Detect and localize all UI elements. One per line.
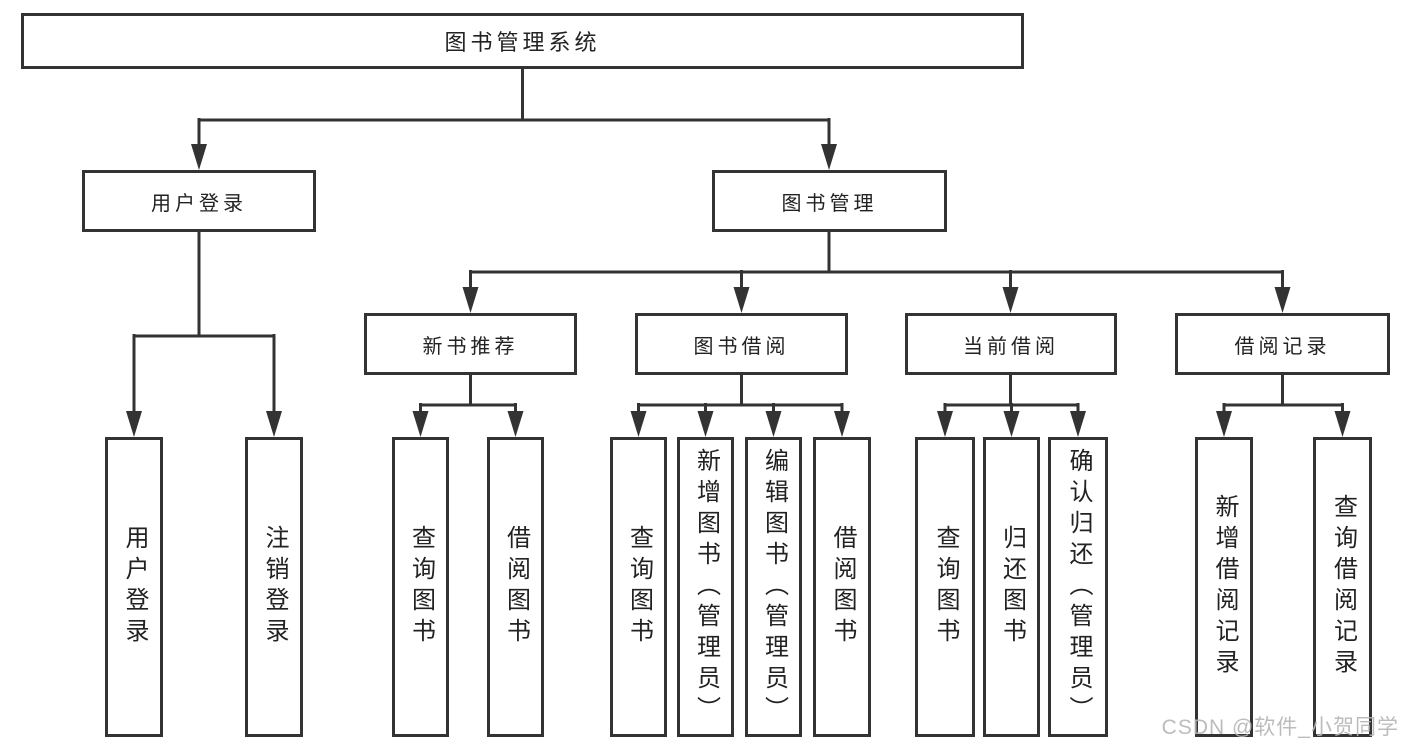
node-book-management: 图书管理 [712, 170, 947, 232]
leaf-borrow-books-label: 借阅图书 [829, 525, 856, 649]
leaf-logout-label: 注销登录 [261, 525, 288, 649]
leaf-confirm-return-admin: 确认归还（管理员） [1048, 437, 1108, 737]
leaf-query-borrow-record: 查询借阅记录 [1313, 437, 1372, 737]
leaf-borrow-books-recommend-label: 借阅图书 [502, 525, 530, 649]
node-root: 图书管理系统 [21, 13, 1024, 69]
leaf-add-borrow-record-label: 新增借阅记录 [1211, 494, 1238, 680]
leaf-add-borrow-record: 新增借阅记录 [1195, 437, 1253, 737]
leaf-query-books-recommend: 查询图书 [392, 437, 449, 737]
leaf-query-books-recommend-label: 查询图书 [407, 525, 435, 649]
leaf-user-login-label: 用户登录 [121, 525, 148, 649]
leaf-query-books-borrowing: 查询图书 [610, 437, 667, 737]
node-current-borrowing-label: 当前借阅 [963, 335, 1059, 358]
node-borrowing-records: 借阅记录 [1175, 313, 1390, 375]
node-new-book-recommendation: 新书推荐 [364, 313, 577, 375]
node-user-login: 用户登录 [82, 170, 316, 232]
node-user-login-label: 用户登录 [151, 192, 247, 215]
node-book-borrowing-label: 图书借阅 [693, 335, 790, 358]
node-new-book-recommendation-label: 新书推荐 [422, 335, 519, 358]
leaf-add-books-admin-label: 新增图书（管理员） [692, 447, 720, 727]
leaf-return-books: 归还图书 [983, 437, 1040, 737]
csdn-watermark: CSDN @软件_小贺同学 [1161, 716, 1399, 739]
leaf-borrow-books: 借阅图书 [813, 437, 871, 737]
leaf-query-books-current: 查询图书 [915, 437, 975, 737]
node-current-borrowing: 当前借阅 [905, 313, 1117, 375]
leaf-user-login: 用户登录 [105, 437, 163, 737]
leaf-query-books-current-label: 查询图书 [932, 525, 959, 649]
leaf-query-books-borrowing-label: 查询图书 [625, 525, 653, 649]
leaf-confirm-return-admin-label: 确认归还（管理员） [1065, 447, 1092, 727]
leaf-query-borrow-record-label: 查询借阅记录 [1329, 494, 1357, 680]
arrowheads [126, 144, 1351, 437]
leaf-add-books-admin: 新增图书（管理员） [677, 437, 734, 737]
node-root-label: 图书管理系统 [444, 30, 601, 55]
leaf-borrow-books-recommend: 借阅图书 [487, 437, 544, 737]
leaf-edit-books-admin-label: 编辑图书（管理员） [760, 447, 788, 727]
node-book-management-label: 图书管理 [781, 192, 878, 215]
node-borrowing-records-label: 借阅记录 [1234, 335, 1331, 358]
leaf-edit-books-admin: 编辑图书（管理员） [745, 437, 802, 737]
leaf-logout: 注销登录 [245, 437, 303, 737]
leaf-return-books-label: 归还图书 [998, 525, 1026, 649]
node-book-borrowing: 图书借阅 [635, 313, 848, 375]
